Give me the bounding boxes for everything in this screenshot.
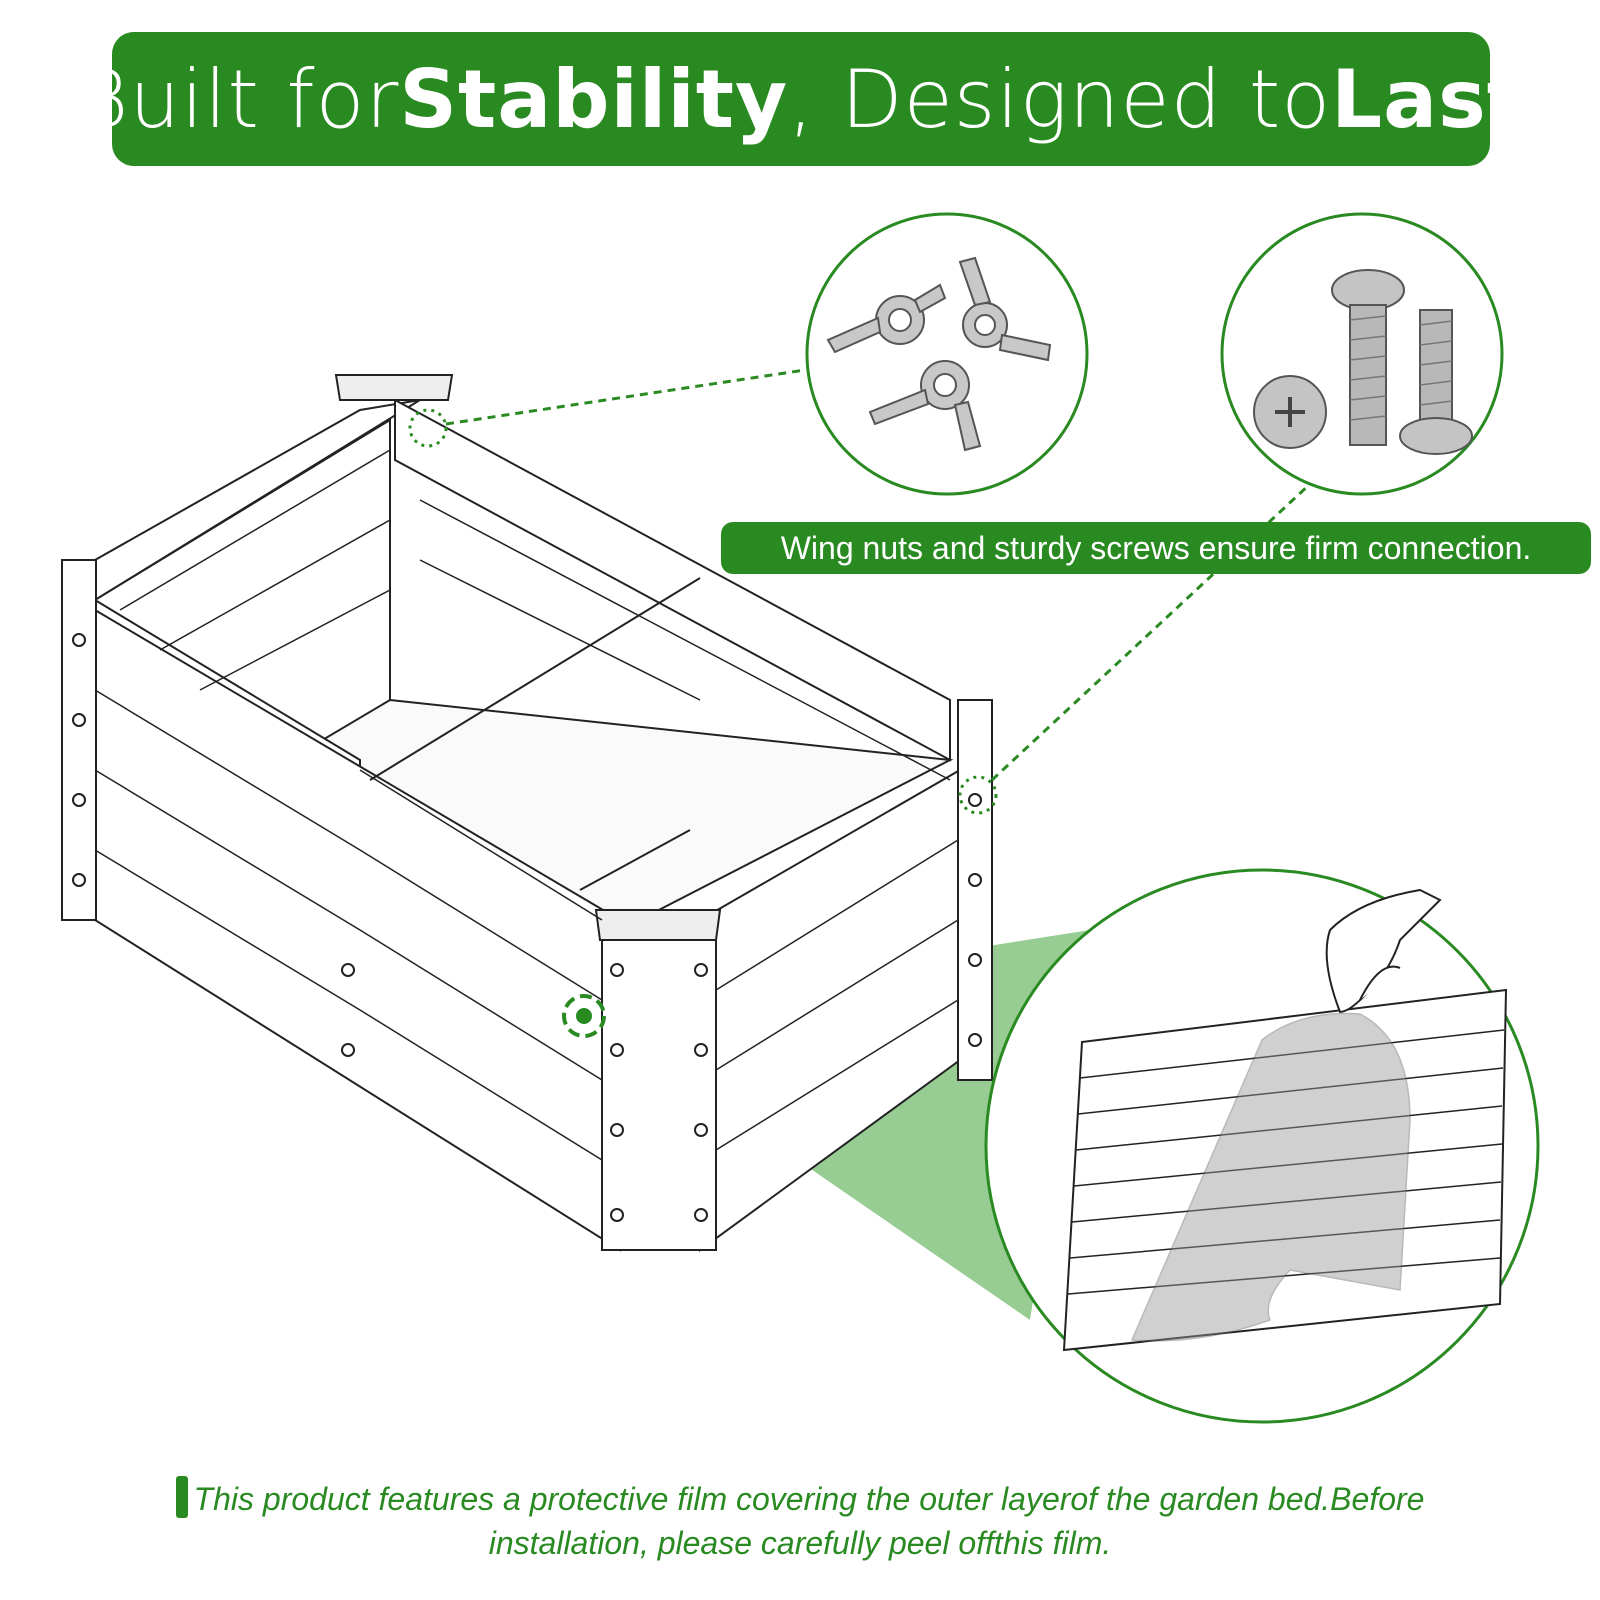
highlight-ring-front bbox=[562, 994, 606, 1038]
leader-line-wingnut bbox=[445, 368, 806, 426]
footnote-line1-text: This product features a protective film … bbox=[193, 1481, 1425, 1517]
headline-part1: Built for bbox=[76, 52, 400, 146]
callout-label: Wing nuts and sturdy screws ensure firm … bbox=[721, 522, 1591, 574]
callout-text: Wing nuts and sturdy screws ensure firm … bbox=[780, 529, 1532, 566]
headline-bold-stability: Stability bbox=[399, 52, 789, 146]
corrugation-lines bbox=[94, 449, 959, 1161]
highlight-dot-front bbox=[576, 1008, 592, 1024]
footnote: This product features a protective film … bbox=[80, 1476, 1520, 1565]
footnote-line1: This product features a protective film … bbox=[80, 1476, 1520, 1521]
hand-icon bbox=[1325, 888, 1442, 1014]
protective-film bbox=[1130, 1012, 1411, 1342]
headline-banner: Built for Stability , Designed to Last bbox=[76, 32, 1525, 166]
leader-line-screw bbox=[990, 482, 1312, 782]
wing-nut-icon bbox=[826, 256, 1052, 452]
screw-icon bbox=[1253, 269, 1473, 455]
highlight-ring-right bbox=[958, 775, 998, 815]
headline-part2: , Designed to bbox=[788, 52, 1332, 146]
bolt-icon bbox=[1349, 315, 1453, 421]
headline-bold-last: Last bbox=[1331, 52, 1526, 146]
highlight-ring-top bbox=[408, 408, 448, 448]
footnote-marker bbox=[175, 1476, 188, 1518]
panel-corrugations bbox=[1067, 1029, 1505, 1295]
footnote-line2: installation, please carefully peel offt… bbox=[488, 1525, 1112, 1561]
bolt-heads bbox=[72, 633, 982, 1222]
garden-bed-drawing bbox=[61, 374, 993, 1252]
